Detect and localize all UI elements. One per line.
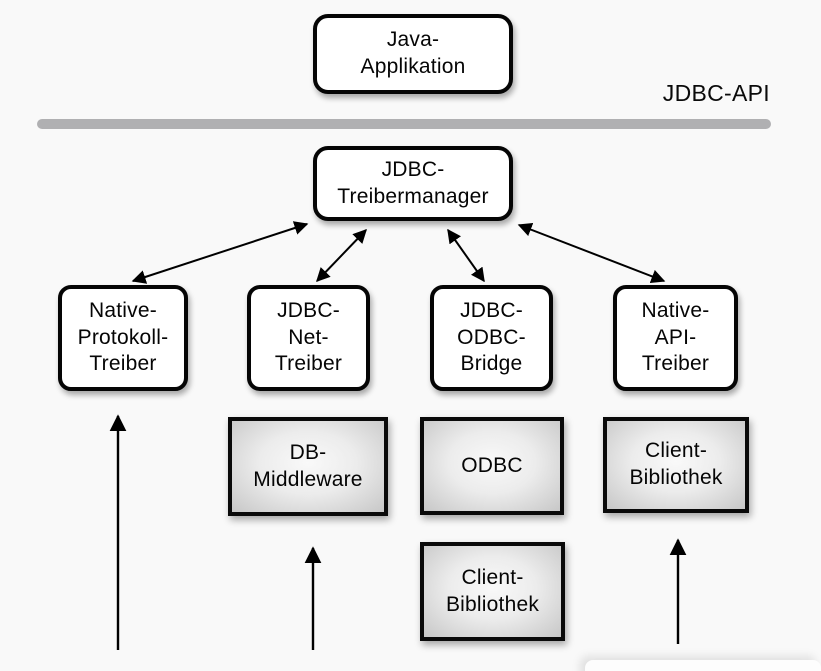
arrow-treibermanager-native-protokoll: [131, 221, 309, 284]
odbc-label: ODBC: [461, 453, 523, 477]
client-bibliothek-bottom-label: Client- Bibliothek: [445, 565, 540, 616]
native-protokoll-treiber-label: Native- Protokoll- Treiber: [77, 298, 169, 376]
db-middleware-box: DB- Middleware: [228, 417, 388, 516]
jdbc-odbc-bridge-box: JDBC- ODBC- Bridge: [430, 285, 553, 391]
java-application-label: Java- Applikation: [360, 28, 466, 78]
jdbc-odbc-bridge-label: JDBC- ODBC- Bridge: [457, 298, 526, 376]
jdbc-api-label: JDBC-API: [662, 80, 770, 106]
native-protokoll-treiber-box: Native- Protokoll- Treiber: [58, 285, 188, 391]
jdbc-treibermanager-label: JDBC- Treibermanager: [337, 157, 489, 208]
db-middleware-label: DB- Middleware: [253, 440, 363, 491]
java-application-box: Java- Applikation: [313, 14, 513, 94]
arrow-treibermanager-jdbc-net: [316, 228, 367, 283]
jdbc-treibermanager-box: JDBC- Treibermanager: [313, 146, 513, 221]
client-bibliothek-right-box: Client- Bibliothek: [603, 417, 749, 513]
jdbc-api-divider-bar: [37, 119, 771, 129]
arrow-treibermanager-native-api: [517, 223, 666, 283]
jdbc-net-treiber-label: JDBC- Net- Treiber: [274, 298, 343, 376]
arrow-treibermanager-jdbc-odbc: [447, 228, 485, 283]
client-bibliothek-right-label: Client- Bibliothek: [629, 439, 723, 489]
native-api-treiber-label: Native- API- Treiber: [641, 298, 710, 376]
jdbc-net-treiber-box: JDBC- Net- Treiber: [247, 285, 370, 391]
client-bibliothek-bottom-box: Client- Bibliothek: [420, 542, 565, 641]
native-api-treiber-box: Native- API- Treiber: [613, 285, 738, 391]
bottom-right-partial-box: [585, 660, 821, 671]
odbc-box: ODBC: [420, 417, 564, 515]
